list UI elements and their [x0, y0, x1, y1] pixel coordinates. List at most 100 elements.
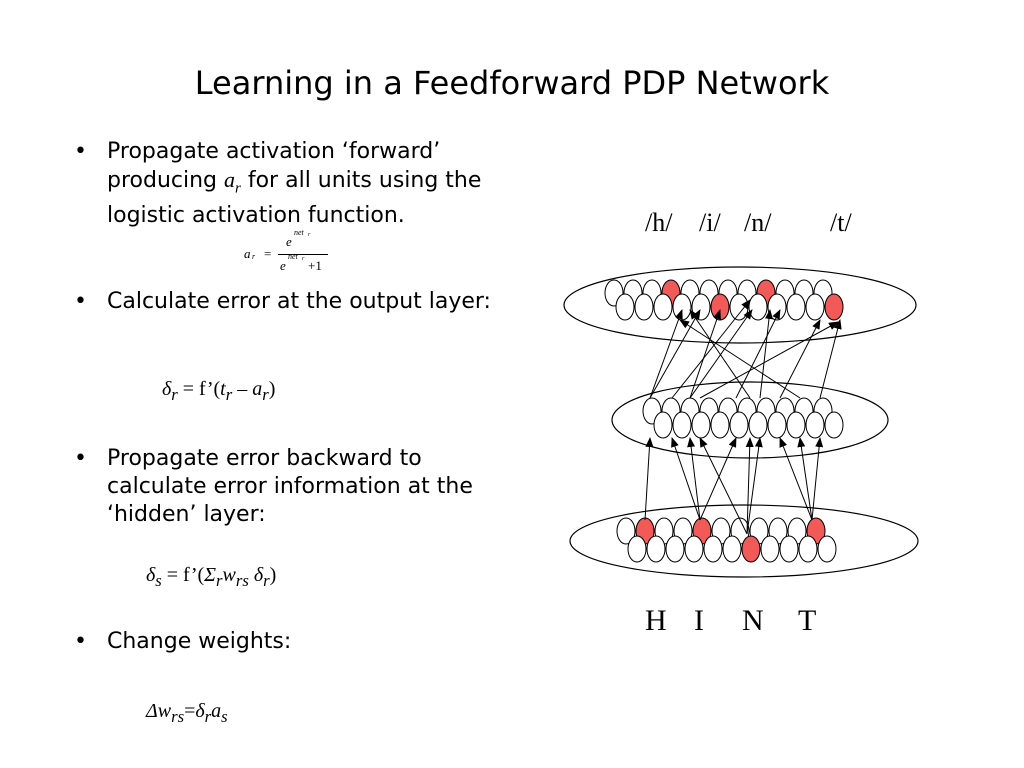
hidden-unit: [653, 411, 673, 439]
formula-lhs: a: [244, 246, 251, 261]
output-unit: [672, 293, 692, 321]
delta-symbol: δ: [195, 700, 205, 722]
delta2-sub: r: [263, 571, 270, 590]
eq-mid: = f’(: [177, 378, 221, 400]
activation-var: a: [211, 700, 222, 722]
connection-arrow: [689, 309, 753, 399]
bullet-text-pre: Propagate activation ‘forward’ producing: [107, 139, 441, 193]
Delta-symbol: Δ: [146, 700, 158, 722]
input-label-n: N: [742, 604, 764, 637]
formula-equals: =: [264, 246, 272, 261]
equals: =: [184, 700, 196, 722]
hidden-unit: [824, 411, 844, 439]
activation-sub: r: [262, 385, 269, 404]
formula-den-sup-sub: r: [302, 256, 305, 262]
slide-title: Learning in a Feedforward PDP Network: [194, 64, 830, 102]
connection-arrow: [699, 437, 748, 535]
bullet-glyph: •: [74, 446, 87, 471]
connection-arrow: [797, 437, 813, 521]
input-unit: [684, 535, 704, 563]
weight-sub: rs: [171, 707, 185, 726]
hidden-unit: [767, 411, 787, 439]
weight-change-formula: Δwrs=δras: [146, 700, 228, 727]
input-unit: [665, 535, 685, 563]
connection-arrow: [759, 309, 773, 399]
activation-sub: s: [221, 707, 228, 726]
var-a-sub: r: [235, 180, 241, 197]
formula-den-sup: net: [288, 252, 298, 261]
output-unit: [748, 293, 768, 321]
output-label-h: /h/: [645, 208, 673, 237]
hidden-error-formula: δs = f’(Σrwrs δr): [146, 564, 276, 591]
target-var: t: [220, 378, 226, 400]
delta-symbol: δ: [162, 378, 172, 400]
formula-num-sup: net: [294, 228, 304, 237]
output-unit: [786, 293, 806, 321]
connection-arrow: [779, 437, 813, 521]
input-label-h: H: [645, 604, 667, 637]
output-unit: [824, 293, 844, 321]
input-layer-boundary: [569, 504, 919, 578]
input-unit: [703, 535, 723, 563]
sigma-symbol: Σ: [204, 564, 217, 586]
connection-arrow: [746, 437, 763, 535]
delta2-symbol: δ: [248, 564, 264, 586]
bullet-text: Change weights:: [107, 629, 292, 654]
output-unit: [729, 293, 749, 321]
output-unit: [615, 293, 635, 321]
delta-symbol: δ: [146, 564, 156, 586]
input-label-i: I: [694, 604, 704, 637]
connection-arrow: [819, 319, 842, 399]
bullet-glyph: •: [74, 139, 87, 164]
connection-arrow: [671, 299, 751, 399]
output-unit: [710, 293, 730, 321]
input-unit: [646, 535, 666, 563]
activation-var: a: [252, 378, 263, 400]
hidden-unit: [786, 411, 806, 439]
output-label-n: /n/: [744, 208, 772, 237]
hidden-layer-boundary: [611, 381, 889, 459]
formula-lhs-sub: r: [252, 252, 256, 261]
connection-arrow: [679, 319, 801, 399]
target-sub: r: [225, 385, 233, 404]
input-unit: [817, 535, 837, 563]
connection-arrow: [689, 309, 751, 399]
input-unit: [741, 535, 761, 563]
delta-sub: s: [155, 571, 162, 590]
bullet-glyph: •: [74, 629, 87, 654]
input-unit: [722, 535, 742, 563]
delta-sub: r: [171, 385, 178, 404]
hidden-unit: [805, 411, 825, 439]
hidden-unit: [672, 411, 692, 439]
bullet-text: Propagate error backward to calculate er…: [107, 446, 473, 527]
input-unit: [616, 517, 636, 545]
connection-arrow: [644, 437, 654, 521]
output-unit: [805, 293, 825, 321]
weight-var: w: [222, 564, 236, 586]
weight-sub: rs: [235, 571, 249, 590]
connection-arrow: [671, 437, 701, 521]
minus-sign: –: [232, 378, 253, 400]
input-unit: [798, 535, 818, 563]
formula-num-sup-sub: r: [308, 232, 311, 238]
bullet-text: Propagate activation ‘forward’ producing…: [107, 138, 527, 230]
close-paren: ): [268, 378, 276, 400]
connection-arrow: [735, 309, 781, 399]
hidden-unit: [710, 411, 730, 439]
formula-num-base: e: [286, 234, 292, 249]
bullet-text-post: for all units using the logistic activat…: [107, 168, 482, 229]
output-label-t: /t/: [830, 208, 852, 237]
sigma-sub: r: [216, 571, 223, 590]
eq-mid: = f’(: [161, 564, 205, 586]
formula-den-base: e: [280, 258, 286, 273]
input-unit: [760, 535, 780, 563]
connection-arrow: [745, 437, 754, 535]
hidden-unit: [691, 411, 711, 439]
bullet-glyph: •: [74, 289, 87, 314]
connection-arrow: [689, 309, 721, 399]
connection-arrow: [699, 437, 737, 521]
output-unit: [653, 293, 673, 321]
connection-arrow: [687, 437, 701, 521]
output-layer-boundary: [563, 266, 917, 344]
